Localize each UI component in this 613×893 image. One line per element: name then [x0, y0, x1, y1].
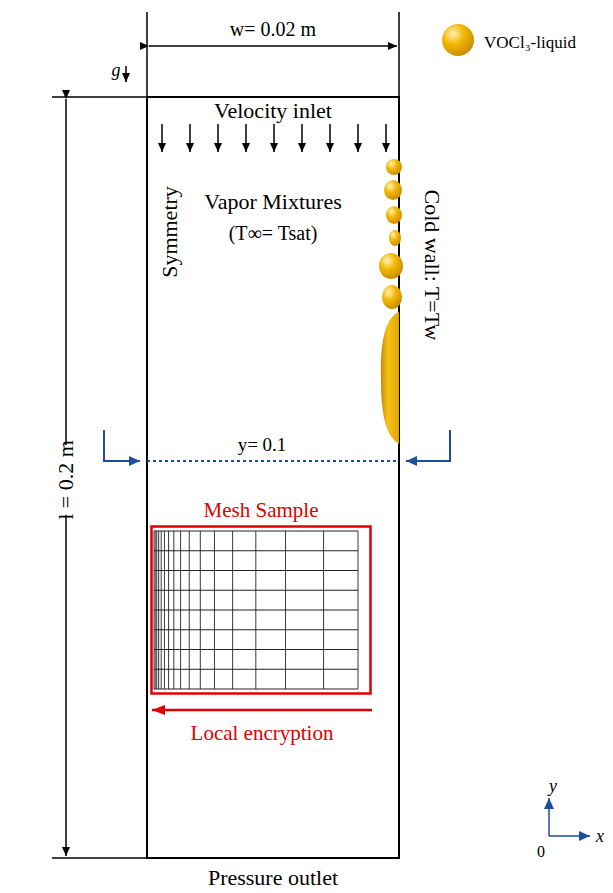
region-label: Vapor Mixtures [204, 191, 341, 213]
axis-label: y [549, 777, 557, 795]
gravity-label: g [112, 61, 121, 79]
boundary-label: Pressure outlet [208, 867, 338, 889]
dimension-label: l = 0.2 m [55, 440, 77, 520]
node-heading: Mesh Sample [150, 500, 372, 521]
droplets [379, 24, 474, 444]
domain-outline [147, 97, 399, 858]
mesh-sample-box: Mesh Sample [150, 500, 372, 695]
boundary-label: Symmetry [159, 186, 181, 278]
annotation-label: Local encryption [191, 723, 334, 744]
legend-label: VOCl₃-liquid [484, 34, 576, 51]
boundary-label: Cold wall: T=Tw [421, 189, 443, 340]
axis-label: x [596, 827, 604, 845]
condition-label: (T∞= Tsat) [229, 223, 318, 243]
dimension-label: w= 0.02 m [230, 19, 316, 39]
boundary-label: Velocity inlet [214, 100, 332, 122]
origin-label: 0 [537, 844, 545, 860]
section-label: y= 0.1 [238, 435, 287, 454]
mesh-grid [150, 525, 372, 695]
